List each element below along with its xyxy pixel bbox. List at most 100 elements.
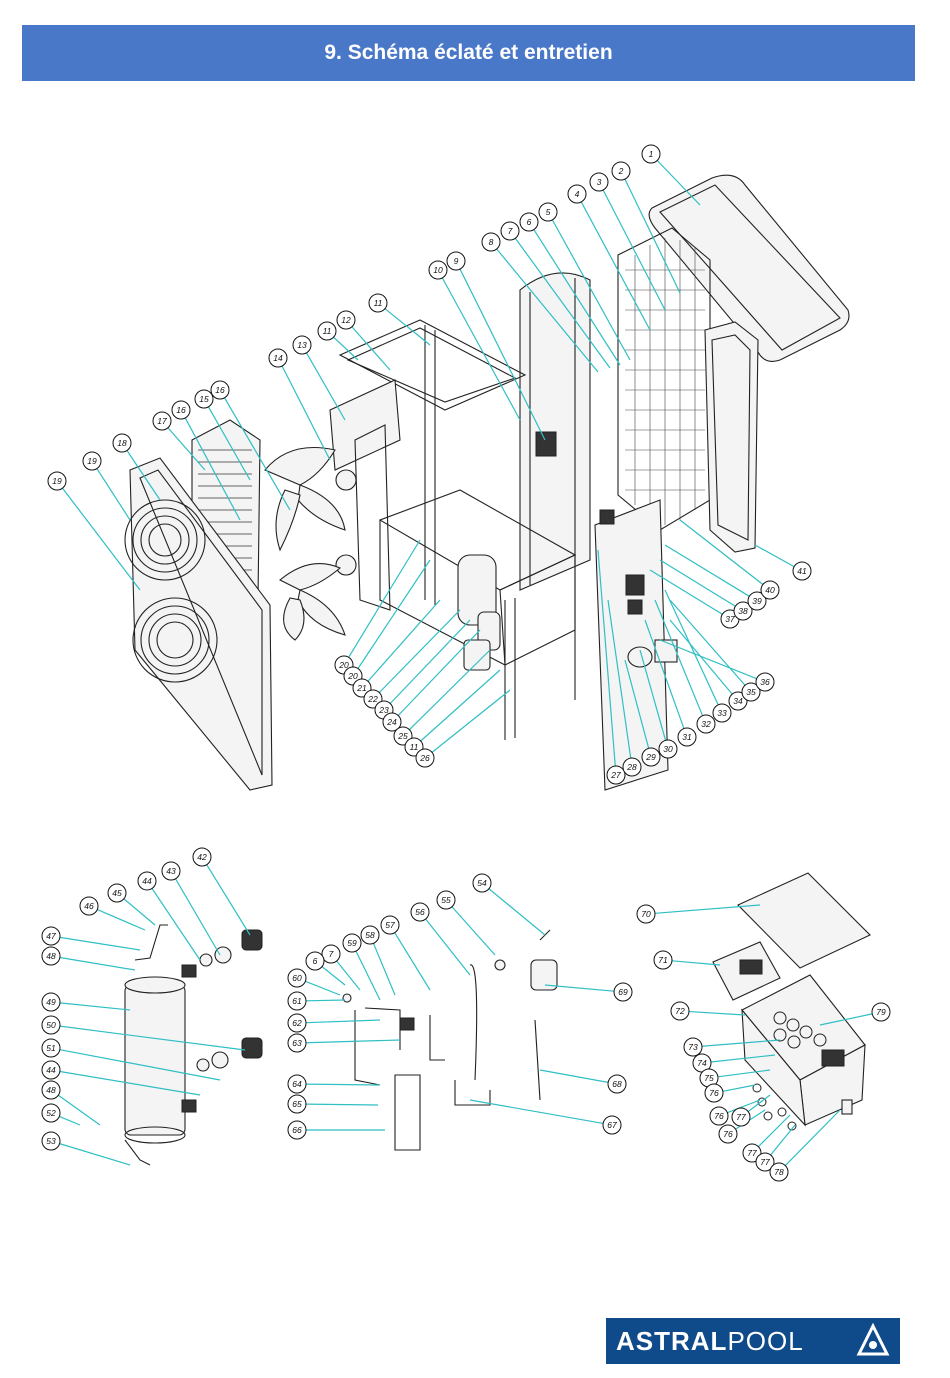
callout-circle [107, 883, 127, 903]
callout-number: 48 [46, 951, 56, 961]
callout-circle [41, 946, 61, 966]
callout-circle [538, 202, 558, 222]
callout-number: 4 [575, 189, 580, 199]
part-callout: 61 [287, 991, 307, 1011]
callout-number: 76 [714, 1111, 724, 1121]
callout-circle [152, 411, 172, 431]
part-callout: 41 [792, 561, 812, 581]
top-cover-panel [648, 174, 850, 362]
callout-number: 43 [166, 866, 176, 876]
leader-line [544, 984, 615, 992]
callout-circle [287, 1074, 307, 1094]
callout-circle [192, 847, 212, 867]
callout-number: 54 [477, 878, 487, 888]
evaporator-coil [519, 272, 591, 591]
part-callout: 60 [287, 968, 307, 988]
callout-circle [519, 212, 539, 232]
leader-line [59, 1070, 201, 1096]
brand-logo: ASTRALPOOL [606, 1318, 900, 1364]
leader-line [305, 1039, 401, 1044]
callout-circle [161, 861, 181, 881]
electrical-side-panel [594, 499, 678, 791]
leader-line [389, 619, 471, 704]
leader-line [551, 219, 631, 361]
callout-circle [171, 400, 191, 420]
callout-number: 7 [508, 226, 513, 236]
callout-number: 63 [292, 1038, 302, 1048]
callout-number: 40 [765, 585, 775, 595]
callout-circle [653, 950, 673, 970]
callout-number: 13 [297, 340, 307, 350]
part-callout: 38 [733, 601, 753, 621]
callout-circle [472, 873, 492, 893]
leader-line [664, 589, 719, 706]
callout-number: 75 [704, 1073, 714, 1083]
callout-circle [622, 757, 642, 777]
callout-circle [760, 580, 780, 600]
callout-number: 79 [876, 1007, 886, 1017]
callout-circle [611, 161, 631, 181]
astral-triangle-icon [856, 1323, 890, 1356]
callout-circle [287, 1120, 307, 1140]
callout-number: 33 [717, 708, 727, 718]
callout-circle [718, 1124, 738, 1144]
part-callout: 76 [718, 1124, 738, 1144]
leader-line [757, 1114, 791, 1148]
callout-circle [360, 925, 380, 945]
callout-number: 56 [415, 907, 425, 917]
leader-line [175, 878, 221, 956]
part-callout: 10 [428, 260, 448, 280]
logo-text-regular: POOL [727, 1325, 804, 1356]
callout-circle [755, 1152, 775, 1172]
callout-circle [636, 904, 656, 924]
callout-number: 77 [736, 1112, 746, 1122]
leader-line [355, 950, 381, 1001]
callout-number: 22 [367, 694, 378, 704]
fan-blades [264, 447, 346, 641]
callout-circle [589, 172, 609, 192]
callout-number: 69 [618, 987, 628, 997]
leader-line [167, 427, 206, 471]
electrical-box-assembly [712, 872, 871, 1131]
callout-circle [79, 896, 99, 916]
leader-line [348, 539, 421, 658]
callout-circle [317, 321, 337, 341]
callout-number: 58 [365, 930, 375, 940]
callout-number: 16 [176, 405, 186, 415]
leader-line [59, 1025, 246, 1051]
callout-number: 1 [649, 149, 654, 159]
callout-circle [415, 748, 435, 768]
part-callout: 11 [368, 293, 388, 313]
callout-number: 74 [697, 1058, 707, 1068]
callout-circle [287, 1094, 307, 1114]
callout-circle [410, 902, 430, 922]
part-callout: 44 [41, 1060, 61, 1080]
part-callout: 59 [342, 933, 362, 953]
callout-circle [82, 451, 102, 471]
callout-number: 3 [597, 177, 602, 187]
callout-circle [481, 232, 501, 252]
callout-circle [382, 712, 402, 732]
part-callout: 68 [607, 1074, 627, 1094]
part-callout: 46 [79, 896, 99, 916]
part-callout: 71 [653, 950, 673, 970]
callout-circle [670, 1001, 690, 1021]
part-callout: 65 [287, 1094, 307, 1114]
leader-line [602, 189, 666, 311]
part-callout: 76 [704, 1083, 724, 1103]
callout-circle [677, 727, 697, 747]
callout-number: 78 [774, 1167, 784, 1177]
callout-circle [500, 221, 520, 241]
callout-number: 30 [663, 744, 673, 754]
leader-line [420, 669, 501, 742]
callout-number: 61 [292, 996, 302, 1006]
callout-number: 73 [688, 1042, 698, 1052]
leader-line [784, 1109, 841, 1167]
callout-circle [567, 184, 587, 204]
part-callout: 24 [382, 712, 402, 732]
callout-circle [658, 739, 678, 759]
fan-motor-bracket [329, 379, 401, 611]
part-callout: 32 [696, 714, 716, 734]
part-callout: 18 [112, 433, 132, 453]
callout-circle [336, 310, 356, 330]
